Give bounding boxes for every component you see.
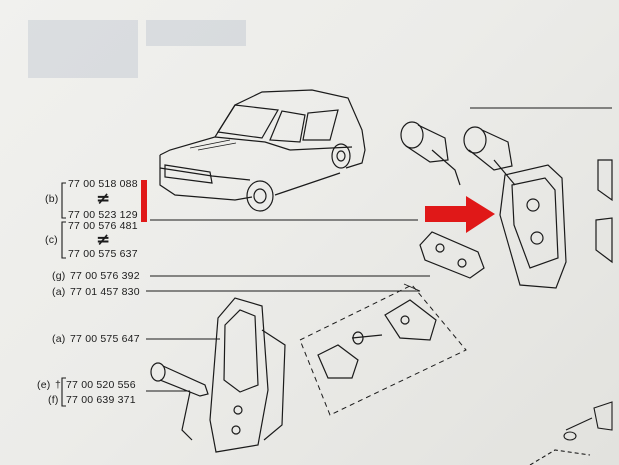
latch-part-icon xyxy=(317,299,437,379)
part-ref-f: (f) xyxy=(48,394,59,406)
part-ref-c: (c) xyxy=(45,234,58,246)
part-ref-a1: (a) xyxy=(52,286,66,298)
bracket-c xyxy=(61,221,66,259)
bracket-ef xyxy=(61,377,66,407)
part-ref-e: (e) xyxy=(37,379,51,391)
striker-plate-icon xyxy=(419,231,485,279)
part-number-b2: 77 00 523 129 xyxy=(68,209,138,221)
part-number-b1: 77 00 518 088 xyxy=(68,178,138,190)
part-mark-dagger: † xyxy=(55,379,62,391)
screw-icon xyxy=(529,401,613,465)
car-illustration-icon xyxy=(159,89,366,212)
part-number-c2: 77 00 575 637 xyxy=(68,248,138,260)
not-equal-symbol: ≠ xyxy=(96,189,111,209)
not-equal-symbol: ≠ xyxy=(96,230,111,250)
part-number-f: 77 00 639 371 xyxy=(66,394,136,406)
part-number-a1: 77 01 457 830 xyxy=(70,286,140,298)
part-number-c1: 77 00 576 481 xyxy=(68,220,138,232)
bracket-b xyxy=(61,182,66,219)
part-ref-g: (g) xyxy=(52,270,66,282)
red-highlight-bar xyxy=(141,180,147,222)
lock-cylinder-icon xyxy=(400,121,516,186)
door-latch-icon xyxy=(150,297,286,453)
part-ref-b: (b) xyxy=(45,193,59,205)
part-number-a2: 77 00 575 647 xyxy=(70,333,140,345)
part-ref-a2: (a) xyxy=(52,333,66,345)
red-arrow-icon xyxy=(425,196,495,233)
faded-header-icon xyxy=(28,20,246,78)
door-lock-part-icon xyxy=(499,159,613,289)
part-number-e: 77 00 520 556 xyxy=(66,379,136,391)
part-number-g: 77 00 576 392 xyxy=(70,270,140,282)
